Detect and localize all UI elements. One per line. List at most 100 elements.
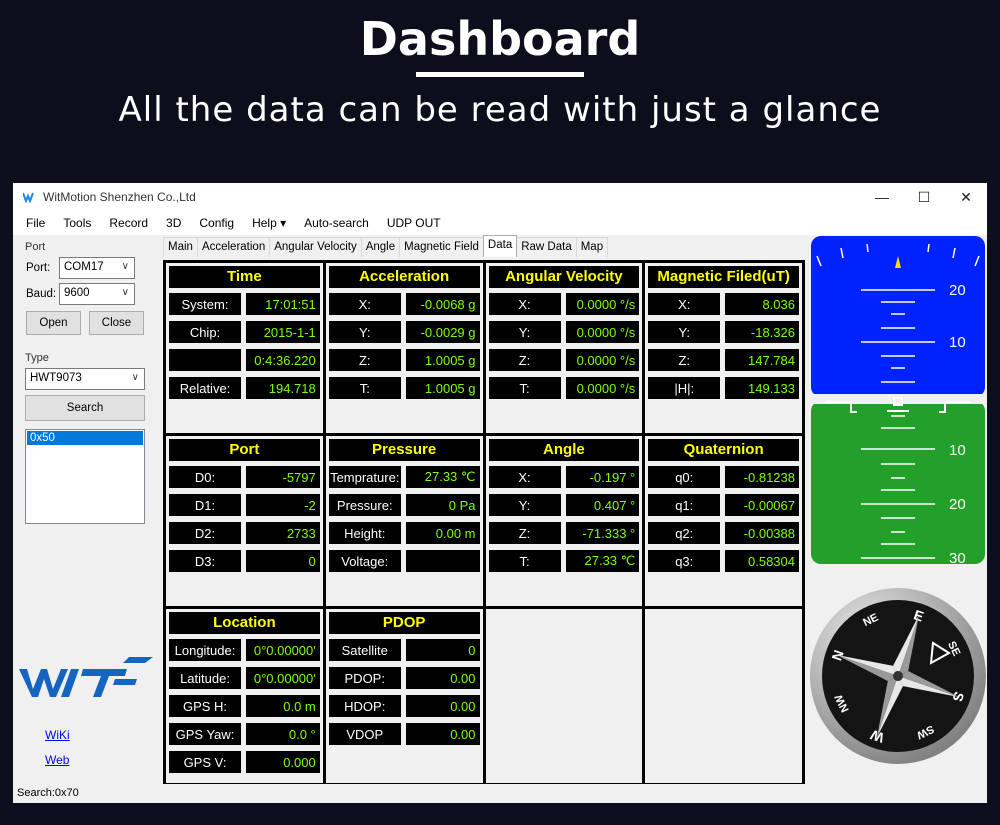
attitude-sky [811, 236, 985, 397]
attitude-indicator: 20 10 10 20 30 [811, 236, 985, 564]
tab-raw-data[interactable]: Raw Data [516, 237, 577, 257]
data-value: 1.0005 g [405, 349, 480, 371]
heading-marker-icon [929, 641, 951, 665]
data-row: T:1.0005 g [328, 377, 480, 399]
minimize-button[interactable]: — [875, 189, 889, 205]
data-value: 0°0.00000' [246, 639, 320, 661]
data-value: 8.036 [725, 293, 799, 315]
open-button[interactable]: Open [26, 311, 81, 335]
tab-angular-velocity[interactable]: Angular Velocity [269, 237, 362, 257]
menu-file[interactable]: File [26, 216, 46, 230]
tab-acceleration[interactable]: Acceleration [196, 237, 271, 257]
tab-data[interactable]: Data [482, 235, 518, 257]
data-row: Temprature:27.33 ℃ [328, 466, 480, 488]
data-row: D1:-2 [169, 494, 320, 516]
data-label: Y: [328, 321, 401, 343]
data-value: 27.33 ℃ [565, 550, 640, 572]
wit-logo-icon [19, 657, 153, 697]
panel-empty-1 [485, 609, 643, 783]
menu-auto-search[interactable]: Auto-search [304, 216, 369, 230]
data-value: 0 [405, 639, 480, 661]
data-row: X:8.036 [648, 293, 799, 315]
menu-3d[interactable]: 3D [166, 216, 182, 230]
menu-record[interactable]: Record [109, 216, 149, 230]
panel-title: Port [169, 439, 320, 461]
data-row: HDOP:0.00 [328, 695, 480, 717]
compass-label: W [868, 727, 886, 747]
data-value: -0.81238 [725, 466, 799, 488]
attitude-ticks [816, 243, 980, 559]
data-value: -0.0029 g [405, 321, 480, 343]
device-list-item[interactable]: 0x50 [27, 431, 143, 445]
data-row: Z:0.0000 °/s [488, 349, 640, 371]
search-button[interactable]: Search [25, 395, 145, 421]
data-row: D3:0 [169, 550, 320, 572]
data-row: q0:-0.81238 [648, 466, 799, 488]
panel-title: Quaternion [648, 439, 799, 461]
data-row: Z:-71.333 ° [488, 522, 640, 544]
data-label: q0: [648, 466, 721, 488]
port-select[interactable]: COM17 ∨ [59, 257, 135, 279]
attitude-ground [811, 401, 985, 564]
baud-select[interactable]: 9600 ∨ [59, 283, 135, 305]
data-value: 149.133 [725, 377, 799, 399]
data-value: -71.333 ° [565, 522, 640, 544]
data-label: D2: [169, 522, 241, 544]
data-row: GPS V:0.000 [169, 751, 320, 773]
data-value: 2733 [246, 522, 320, 544]
pitch-label-20-up: 20 [949, 282, 966, 299]
data-label: Z: [648, 349, 721, 371]
data-label: PDOP: [328, 667, 401, 689]
type-select[interactable]: HWT9073 ∨ [25, 368, 145, 390]
data-label: X: [328, 293, 401, 315]
data-value: 194.718 [246, 377, 320, 399]
panel-title: Angular Velocity [488, 266, 640, 288]
title-bar: WitMotion Shenzhen Co.,Ltd — ☐ ✕ [13, 183, 987, 211]
data-row: X:-0.197 ° [488, 466, 640, 488]
data-value: 0.0000 °/s [565, 377, 640, 399]
menu-udp-out[interactable]: UDP OUT [386, 216, 441, 230]
wiki-link[interactable]: WiKi [45, 728, 70, 742]
data-label: q2: [648, 522, 721, 544]
tab-map[interactable]: Map [575, 237, 609, 257]
menu-tools[interactable]: Tools [63, 216, 92, 230]
close-window-button[interactable]: ✕ [960, 188, 972, 205]
pitch-label-10-up: 10 [949, 334, 966, 351]
data-label: Z: [328, 349, 401, 371]
panel-title: Magnetic Filed(uT) [648, 266, 799, 288]
panel-title: Pressure [328, 439, 480, 461]
pitch-label-20-down: 20 [949, 496, 966, 513]
data-row: Latitude:0°0.00000' [169, 667, 320, 689]
data-value: 1.0005 g [405, 377, 480, 399]
data-row: T:27.33 ℃ [488, 550, 640, 572]
data-value: 0:4:36.220 [246, 349, 320, 371]
data-label: Z: [488, 522, 561, 544]
menu-config[interactable]: Config [199, 216, 235, 230]
port-group-title: Port [25, 241, 46, 253]
attitude-pointer-icon [895, 256, 901, 268]
port-select-value: COM17 [64, 261, 104, 273]
web-link[interactable]: Web [45, 753, 70, 767]
data-row: Y:0.407 ° [488, 494, 640, 516]
menu-help[interactable]: Help ▾ [252, 216, 287, 230]
data-row: q3:0.58304 [648, 550, 799, 572]
tab-magnetic-field[interactable]: Magnetic Field [399, 237, 484, 257]
close-port-button[interactable]: Close [89, 311, 144, 335]
tab-bar: Main Acceleration Angular Velocity Angle… [163, 235, 609, 257]
data-value: 17:01:51 [246, 293, 320, 315]
data-label [169, 349, 241, 371]
chevron-down-icon: ∨ [131, 372, 139, 383]
data-row: |H|:149.133 [648, 377, 799, 399]
status-bar: Search:0x70 [13, 787, 987, 803]
device-list[interactable]: 0x50 [25, 429, 145, 524]
tab-angle[interactable]: Angle [360, 237, 401, 257]
data-row: Y:-18.326 [648, 321, 799, 343]
maximize-button[interactable]: ☐ [917, 188, 931, 205]
data-row: System:17:01:51 [169, 293, 320, 315]
tab-main[interactable]: Main [163, 237, 198, 257]
data-label: Z: [488, 349, 561, 371]
